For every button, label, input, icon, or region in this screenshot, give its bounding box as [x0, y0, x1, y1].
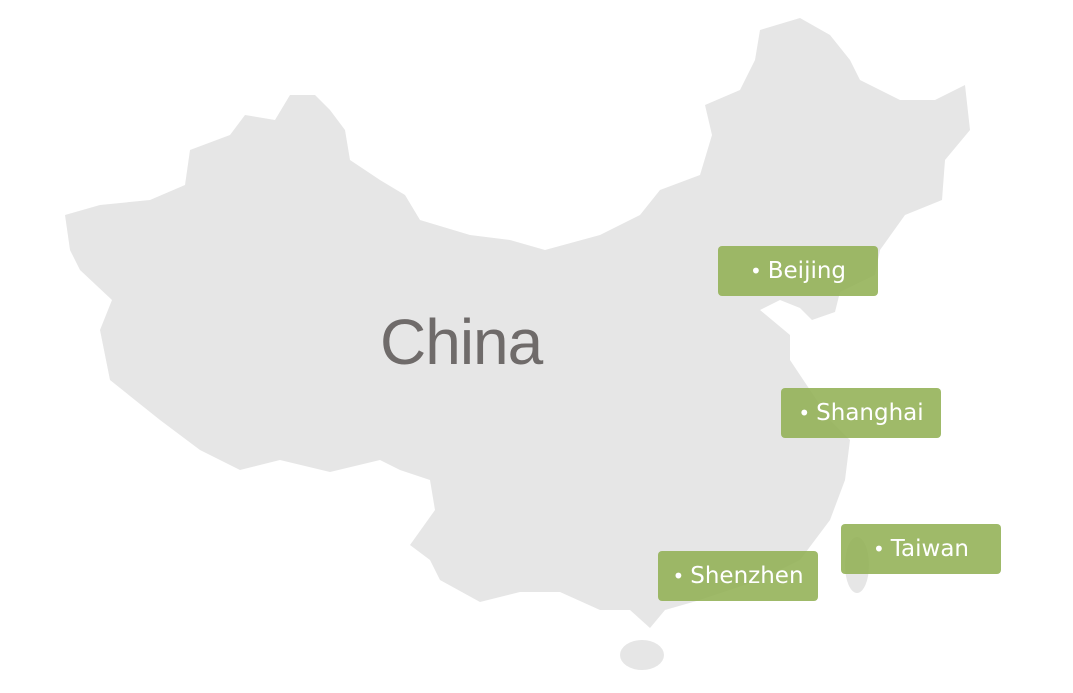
city-label: Taiwan — [890, 536, 969, 562]
city-marker-taiwan[interactable]: •Taiwan — [841, 524, 1001, 574]
city-marker-beijing[interactable]: •Beijing — [718, 246, 878, 296]
city-label: Shenzhen — [690, 563, 804, 589]
hainan-shape — [620, 640, 664, 670]
country-label: China — [380, 306, 543, 378]
city-marker-shenzhen[interactable]: •Shenzhen — [658, 551, 818, 601]
city-marker-shanghai[interactable]: •Shanghai — [781, 388, 941, 438]
bullet-icon: • — [672, 564, 685, 588]
china-mainland-shape — [65, 18, 970, 628]
city-label: Beijing — [767, 258, 847, 284]
bullet-icon: • — [872, 537, 885, 561]
bullet-icon: • — [749, 259, 762, 283]
city-label: Shanghai — [816, 400, 924, 426]
bullet-icon: • — [798, 401, 811, 425]
